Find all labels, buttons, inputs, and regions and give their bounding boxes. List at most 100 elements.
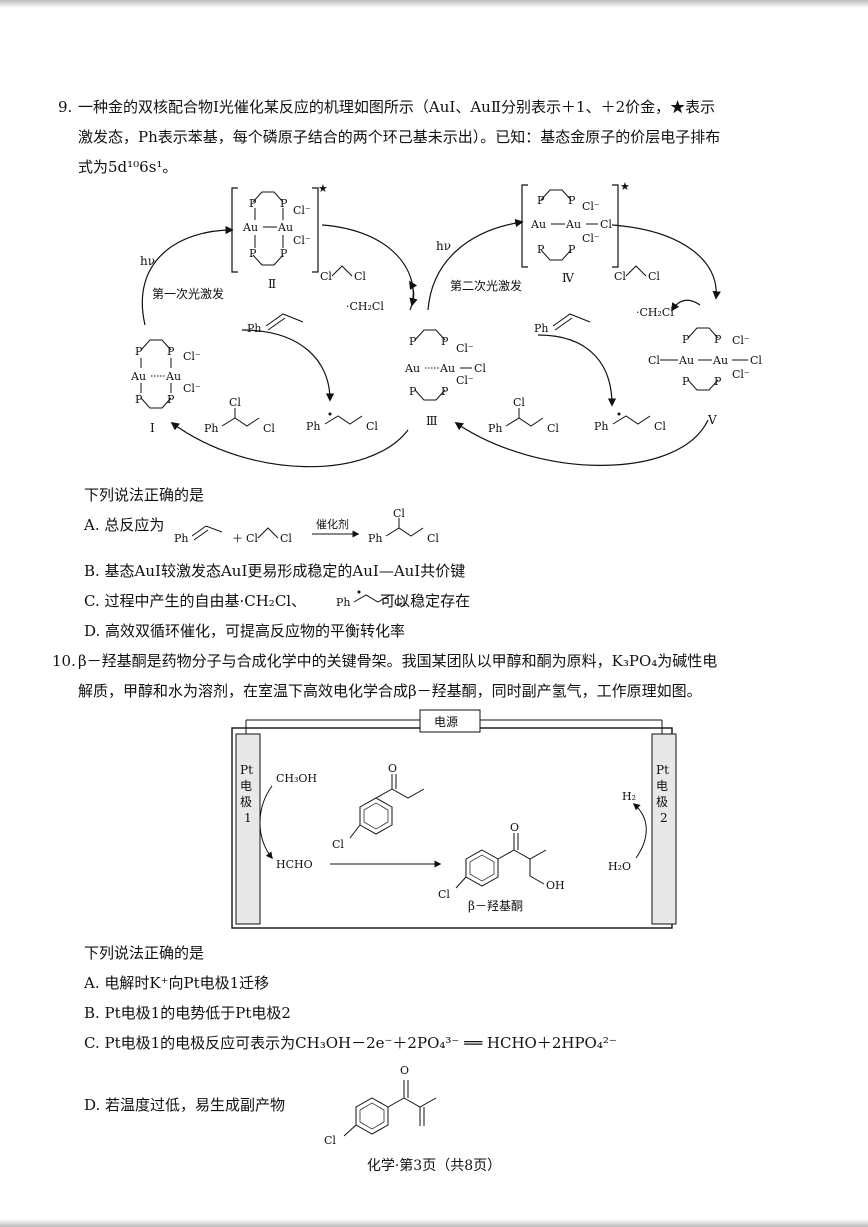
svg-text:P: P xyxy=(714,375,722,388)
svg-text:O: O xyxy=(388,762,397,775)
product-dichloride-1: Ph Cl Cl xyxy=(204,396,275,435)
product-dichloride-2: Ph Cl Cl xyxy=(488,396,559,435)
ch2cl-radical-2: ·CH₂Cl xyxy=(636,306,674,319)
svg-text:Cl: Cl xyxy=(654,420,666,433)
svg-text:★: ★ xyxy=(620,180,630,193)
hv-label-2: hν xyxy=(436,239,451,253)
svg-text:Cl: Cl xyxy=(394,596,406,609)
complex-III: P P P P Au Au Cl Cl⁻ Cl⁻ Ⅲ xyxy=(404,329,486,428)
svg-text:Ph: Ph xyxy=(174,532,189,545)
beta-hydroxyketone-product: O OH Cl β－羟基酮 xyxy=(438,821,565,913)
q10-line-2: 解质，甲醇和水为溶剂，在室温下高效电化学合成β－羟基酮，同时副产氢气，工作原理如… xyxy=(78,682,702,700)
svg-text:OH: OH xyxy=(546,879,565,892)
p-atom: P xyxy=(249,197,257,210)
q9-option-a-equation: Ph ＋ Cl Cl 催化剂 Ph Cl Cl xyxy=(174,507,439,545)
page-footer: 化学·第3页（共8页） xyxy=(366,1158,502,1174)
svg-text:Cl: Cl xyxy=(393,507,405,520)
svg-text:Cl: Cl xyxy=(263,422,275,435)
svg-text:P: P xyxy=(537,194,545,207)
svg-text:Cl: Cl xyxy=(600,218,612,231)
second-excitation-label: 第二次光激发 xyxy=(450,278,522,293)
svg-text:P: P xyxy=(682,333,690,346)
svg-text:Cl: Cl xyxy=(750,354,762,367)
hv-label-1: hν xyxy=(140,254,155,268)
svg-text:Ph: Ph xyxy=(306,420,321,433)
svg-text:Cl: Cl xyxy=(246,532,258,545)
svg-text:Cl: Cl xyxy=(320,270,332,283)
hcho-label: HCHO xyxy=(276,858,313,871)
svg-text:Au: Au xyxy=(130,370,146,383)
svg-text:Ⅱ: Ⅱ xyxy=(268,277,276,291)
svg-text:Cl: Cl xyxy=(229,396,241,409)
svg-text:Au: Au xyxy=(565,218,581,231)
svg-text:Au: Au xyxy=(678,354,694,367)
page-edge-top xyxy=(0,0,868,8)
power-source-label: 电源 xyxy=(434,715,458,729)
svg-text:Cl: Cl xyxy=(366,420,378,433)
svg-text:P: P xyxy=(135,393,143,406)
svg-text:Ⅲ: Ⅲ xyxy=(426,414,438,428)
svg-text:Cl: Cl xyxy=(354,270,366,283)
svg-text:Cl⁻: Cl⁻ xyxy=(582,232,600,245)
h2o-label: H₂O xyxy=(608,860,631,873)
svg-text:P: P xyxy=(280,197,288,210)
svg-text:Cl: Cl xyxy=(513,396,525,409)
svg-text:Cl⁻: Cl⁻ xyxy=(183,350,201,363)
q10-option-b: B. Pt电极1的电势低于Pt电极2 xyxy=(84,1004,291,1022)
svg-text:P: P xyxy=(568,243,576,256)
h2-label: H₂ xyxy=(622,790,636,803)
svg-text:Cl: Cl xyxy=(648,354,660,367)
svg-text:极: 极 xyxy=(240,795,252,809)
q10-option-d-byproduct: O Cl xyxy=(324,1064,437,1147)
q10-line-1: β－羟基酮是药物分子与合成化学中的关键骨架。我国某团队以甲醇和酮为原料，K₃PO… xyxy=(78,652,718,670)
page-edge-bottom xyxy=(0,1219,868,1227)
svg-text:P: P xyxy=(714,333,722,346)
first-excitation-label: 第一次光激发 xyxy=(152,286,224,301)
svg-text:极: 极 xyxy=(656,795,668,809)
complex-I: P P P P Au Au Cl⁻ Cl⁻ Ⅰ xyxy=(130,339,201,435)
svg-text:P: P xyxy=(409,335,417,348)
svg-text:2: 2 xyxy=(660,811,668,825)
svg-text:Cl: Cl xyxy=(427,532,439,545)
styrene-1: Ph xyxy=(247,313,304,335)
svg-text:Ⅴ: Ⅴ xyxy=(707,413,717,427)
svg-text:Au: Au xyxy=(530,218,546,231)
svg-text:P: P xyxy=(441,335,449,348)
svg-text:Ⅳ: Ⅳ xyxy=(562,271,575,285)
q10-electrolysis-diagram: 电源 Pt 电 极 1 Pt 电 极 2 CH₃OH HCHO H₂ H₂O O… xyxy=(231,709,677,929)
svg-text:Ph: Ph xyxy=(594,420,609,433)
benzyl-radical-2: Ph Cl xyxy=(594,412,666,433)
svg-text:Cl: Cl xyxy=(438,888,450,901)
pt-electrode-1-label: Pt 电 极 1 xyxy=(240,763,253,825)
svg-text:Ph: Ph xyxy=(534,322,549,335)
svg-text:P: P xyxy=(537,243,545,256)
svg-text:Cl⁻: Cl⁻ xyxy=(456,374,474,387)
ch2cl2-2: Cl Cl xyxy=(614,265,660,283)
svg-text:Cl: Cl xyxy=(547,422,559,435)
svg-text:Cl: Cl xyxy=(648,270,660,283)
q9-option-d: D. 高效双循环催化，可提高反应物的平衡转化率 xyxy=(84,622,406,640)
svg-text:O: O xyxy=(400,1064,409,1077)
q10-option-c: C. Pt电极1的电极反应可表示为CH₃OH－2e⁻＋2PO₄³⁻ ══ HCH… xyxy=(84,1034,617,1052)
complex-IV: P P P P Au Au Cl Cl⁻ Cl⁻ ★ Ⅳ xyxy=(521,180,630,285)
svg-text:Au: Au xyxy=(439,362,455,375)
svg-text:Pt: Pt xyxy=(240,763,253,777)
q10-option-d: D. 若温度过低，易生成副产物 xyxy=(84,1096,286,1114)
svg-text:Cl: Cl xyxy=(280,532,292,545)
svg-text:1: 1 xyxy=(244,811,252,825)
svg-text:P: P xyxy=(441,385,449,398)
svg-text:P: P xyxy=(568,194,576,207)
q9-option-c: C. 过程中产生的自由基·CH₂Cl、可以稳定存在 xyxy=(84,592,471,610)
svg-text:Cl⁻: Cl⁻ xyxy=(582,200,600,213)
beta-hydroxyketone-label: β－羟基酮 xyxy=(468,898,523,913)
svg-text:Au: Au xyxy=(712,354,728,367)
svg-text:Cl⁻: Cl⁻ xyxy=(456,342,474,355)
svg-text:Ⅰ: Ⅰ xyxy=(150,421,155,435)
svg-text:Cl⁻: Cl⁻ xyxy=(732,368,750,381)
svg-text:Cl: Cl xyxy=(324,1134,336,1147)
q9-line-3: 式为5d¹⁰6s¹。 xyxy=(78,158,178,176)
svg-text:电: 电 xyxy=(656,779,668,793)
svg-text:O: O xyxy=(510,821,519,834)
complex-II: P P P P Au Au Cl⁻ Cl⁻ ★ Ⅱ xyxy=(231,182,328,291)
methanol-label: CH₃OH xyxy=(276,772,317,785)
